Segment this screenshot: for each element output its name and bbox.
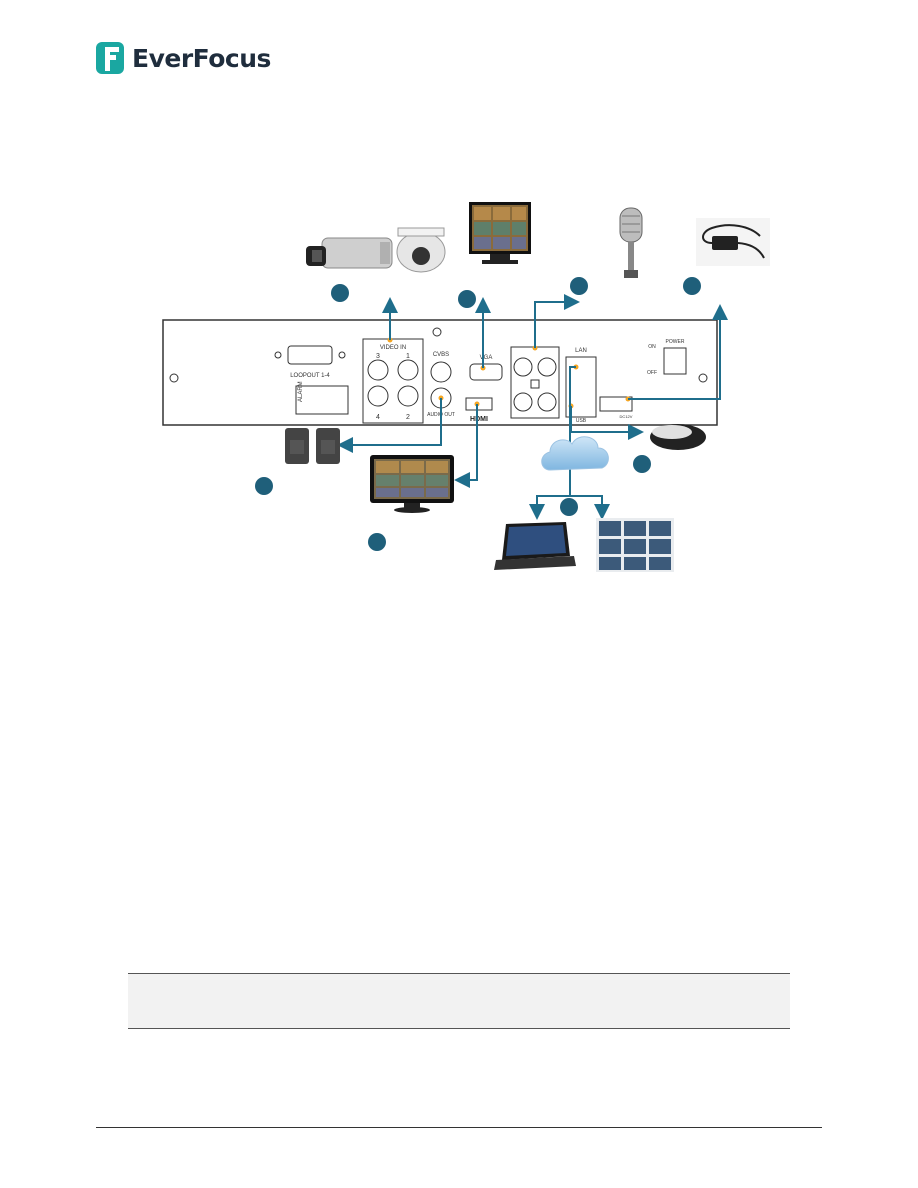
everfocus-logo: EverFocus xyxy=(96,40,271,80)
note-box xyxy=(128,973,790,1029)
video-ch-2: 2 xyxy=(406,414,410,421)
laptop-icon xyxy=(494,522,576,570)
loopout-label: LOOPOUT 1-4 xyxy=(290,373,330,379)
connection-diagram: LOOPOUT 1-4 ALARM VIDEO IN 3 1 4 2 CVBS … xyxy=(162,202,770,572)
logo-mark-icon xyxy=(96,42,124,74)
dc12v-label: DC12V xyxy=(620,414,633,419)
off-label: OFF xyxy=(647,370,657,376)
video-ch-1: 1 xyxy=(406,353,410,360)
vga-label: VGA xyxy=(480,355,493,361)
video-ch-4: 4 xyxy=(376,414,380,421)
dome-camera-icon xyxy=(396,227,446,273)
hdmi-label: HDMI xyxy=(470,416,488,423)
power-adapter-icon xyxy=(696,218,770,266)
video-ch-3: 3 xyxy=(376,353,380,360)
footer-rule xyxy=(96,1127,822,1128)
usb-label: USB xyxy=(576,418,587,424)
box-camera-icon xyxy=(306,237,393,269)
video-in-label: VIDEO IN xyxy=(380,345,406,351)
microphone-icon xyxy=(619,207,643,278)
alarm-label: ALARM xyxy=(298,381,304,402)
speaker-icon xyxy=(285,428,340,464)
cvbs-label: CVBS xyxy=(433,352,449,358)
cloud-icon xyxy=(541,436,609,471)
on-label: ON xyxy=(648,344,656,350)
mouse-icon xyxy=(650,424,706,450)
logo-text: EverFocus xyxy=(132,44,271,73)
connection-arrows xyxy=(337,294,728,520)
hdmi-monitor-icon xyxy=(370,455,454,513)
monitor-icon xyxy=(469,202,531,264)
video-wall-icon xyxy=(596,518,674,572)
callout-badges xyxy=(255,277,701,551)
power-label: POWER xyxy=(666,339,685,345)
lan-label: LAN xyxy=(575,348,587,354)
